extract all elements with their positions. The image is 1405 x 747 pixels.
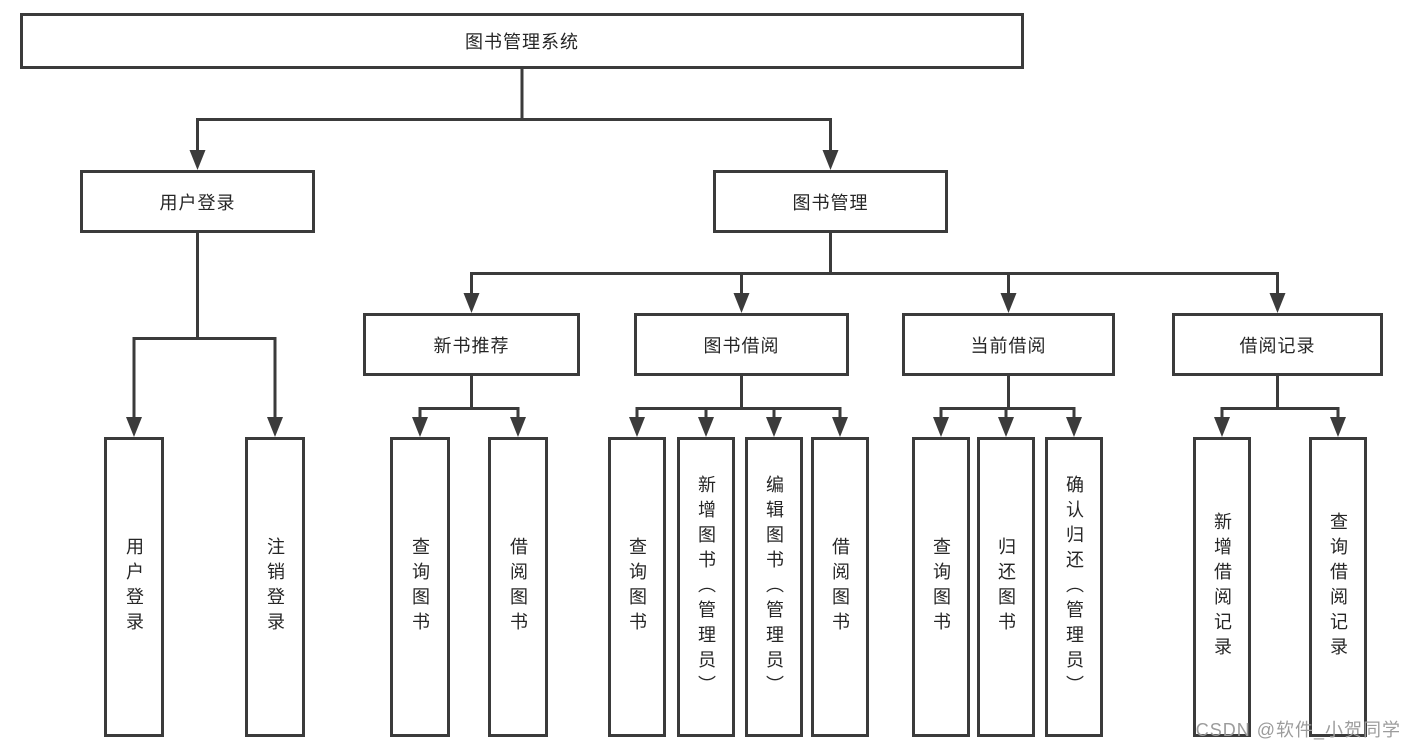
node-book-borrow: 图书借阅 [634, 313, 849, 376]
node-book-management: 图书管理 [713, 170, 948, 233]
leaf-return-book: 归还图书 [977, 437, 1035, 737]
node-borrow-records: 借阅记录 [1172, 313, 1383, 376]
leaf-add-borrow-record: 新增借阅记录 [1193, 437, 1251, 737]
leaf-borrow-books: 借阅图书 [811, 437, 869, 737]
leaf-add-book-admin: 新增图书（管理员） [677, 437, 735, 737]
node-current-borrow: 当前借阅 [902, 313, 1115, 376]
leaf-label: 用户登录 [124, 537, 144, 637]
leaf-query-books-current: 查询图书 [912, 437, 970, 737]
node-label: 图书管理 [792, 192, 869, 213]
leaf-label: 新增借阅记录 [1212, 512, 1232, 662]
leaf-label: 借阅图书 [508, 537, 528, 637]
leaf-label: 查询图书 [627, 537, 647, 637]
node-label: 用户登录 [159, 192, 236, 213]
leaf-edit-book-admin: 编辑图书（管理员） [745, 437, 803, 737]
leaf-label: 新增图书（管理员） [696, 474, 716, 700]
leaf-label: 查询借阅记录 [1328, 512, 1348, 662]
leaf-borrow-books-recommend: 借阅图书 [488, 437, 548, 737]
watermark-csdn: CSDN @软件_小贺同学 [1195, 720, 1401, 740]
node-label: 新书推荐 [433, 335, 510, 356]
leaf-label: 归还图书 [996, 537, 1016, 637]
arrowhead-down-icons [126, 150, 1346, 437]
leaf-label: 查询图书 [931, 537, 951, 637]
leaf-logout: 注销登录 [245, 437, 305, 737]
node-label: 借阅记录 [1239, 335, 1316, 356]
leaf-confirm-return-admin: 确认归还（管理员） [1045, 437, 1103, 737]
leaf-query-books-borrow: 查询图书 [608, 437, 666, 737]
node-user-login: 用户登录 [80, 170, 315, 233]
leaf-label: 注销登录 [265, 537, 285, 637]
arrowhead-down-icon [126, 150, 1346, 437]
leaf-label: 编辑图书（管理员） [764, 474, 784, 700]
connector-line [132, 68, 1340, 417]
leaf-label: 确认归还（管理员） [1064, 474, 1084, 700]
leaf-label: 借阅图书 [830, 537, 850, 637]
leaf-query-books-recommend: 查询图书 [390, 437, 450, 737]
tree-connector-lines [132, 68, 1340, 417]
leaf-user-login: 用户登录 [104, 437, 164, 737]
node-label: 当前借阅 [970, 335, 1047, 356]
leaf-query-borrow-record: 查询借阅记录 [1309, 437, 1367, 737]
node-library-management-system: 图书管理系统 [20, 13, 1024, 69]
node-label: 图书管理系统 [465, 32, 579, 52]
node-new-book-recommend: 新书推荐 [363, 313, 580, 376]
node-label: 图书借阅 [703, 335, 780, 356]
leaf-label: 查询图书 [410, 537, 430, 637]
